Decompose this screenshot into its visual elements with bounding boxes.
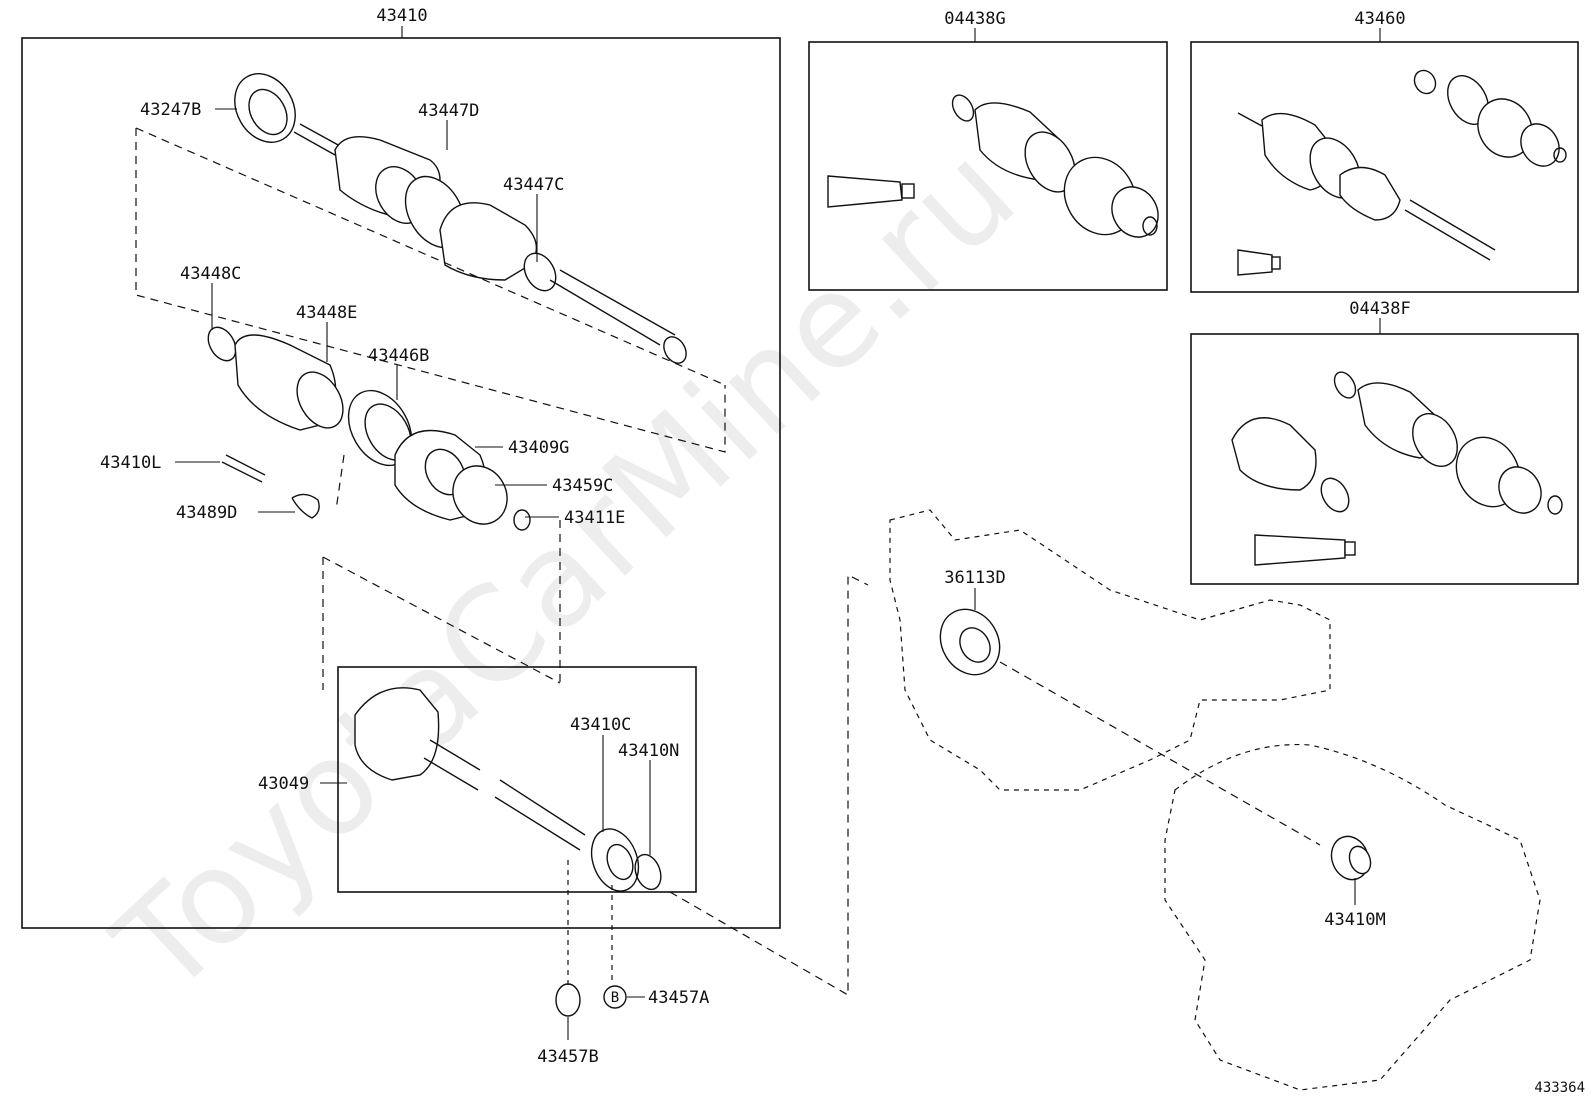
label-kit-04438F: 04438F [1349,299,1410,319]
inboard-joint-subframe [337,666,697,893]
leader-lines [175,108,1356,1040]
kit-04438G-parts [827,94,1159,238]
kit-04438F-parts [1231,371,1563,566]
label-43410L: 43410L [100,453,161,473]
label-43457B: 43457B [537,1047,598,1067]
label-43410C: 43410C [570,715,631,735]
kit-04438F-frame [1190,333,1579,585]
label-43247B: 43247B [140,100,201,120]
label-43411E: 43411E [564,508,625,528]
kit-04438G-frame [808,41,1168,291]
transmission-outline [1164,743,1541,1091]
inboard-joint-group [354,687,662,892]
label-kit-04438G: 04438G [944,9,1005,29]
figure-number: 433364 [1534,1080,1585,1096]
label-43447D: 43447D [418,101,479,121]
label-43410N: 43410N [618,741,679,761]
label-43446B: 43446B [368,346,429,366]
label-36113D: 36113D [944,568,1005,588]
label-43448E: 43448E [296,303,357,323]
label-kit-43460: 43460 [1354,9,1405,29]
transfer-case-outline [889,509,1331,846]
label-43409G: 43409G [508,438,569,458]
label-43457A: 43457A [648,988,709,1008]
marker-B-circle [603,985,627,1009]
label-43447C: 43447C [503,175,564,195]
watermark: ToyotaCarMine.ru [87,115,1045,1023]
label-43049: 43049 [258,774,309,794]
snap-ring-43457B [555,983,581,1017]
main-assembly-frame [21,37,781,929]
label-43459C: 43459C [552,476,613,496]
inner-boot-group [207,326,531,531]
kit-43460-parts [1237,69,1567,276]
outer-cv-assembly [234,73,687,364]
label-43489D: 43489D [176,503,237,523]
label-43410M: 43410M [1324,910,1385,930]
label-main-assembly: 43410 [376,6,427,26]
label-43448C: 43448C [180,264,241,284]
kit-43460-frame [1190,41,1579,293]
label-43457A-marker: B [611,990,619,1006]
